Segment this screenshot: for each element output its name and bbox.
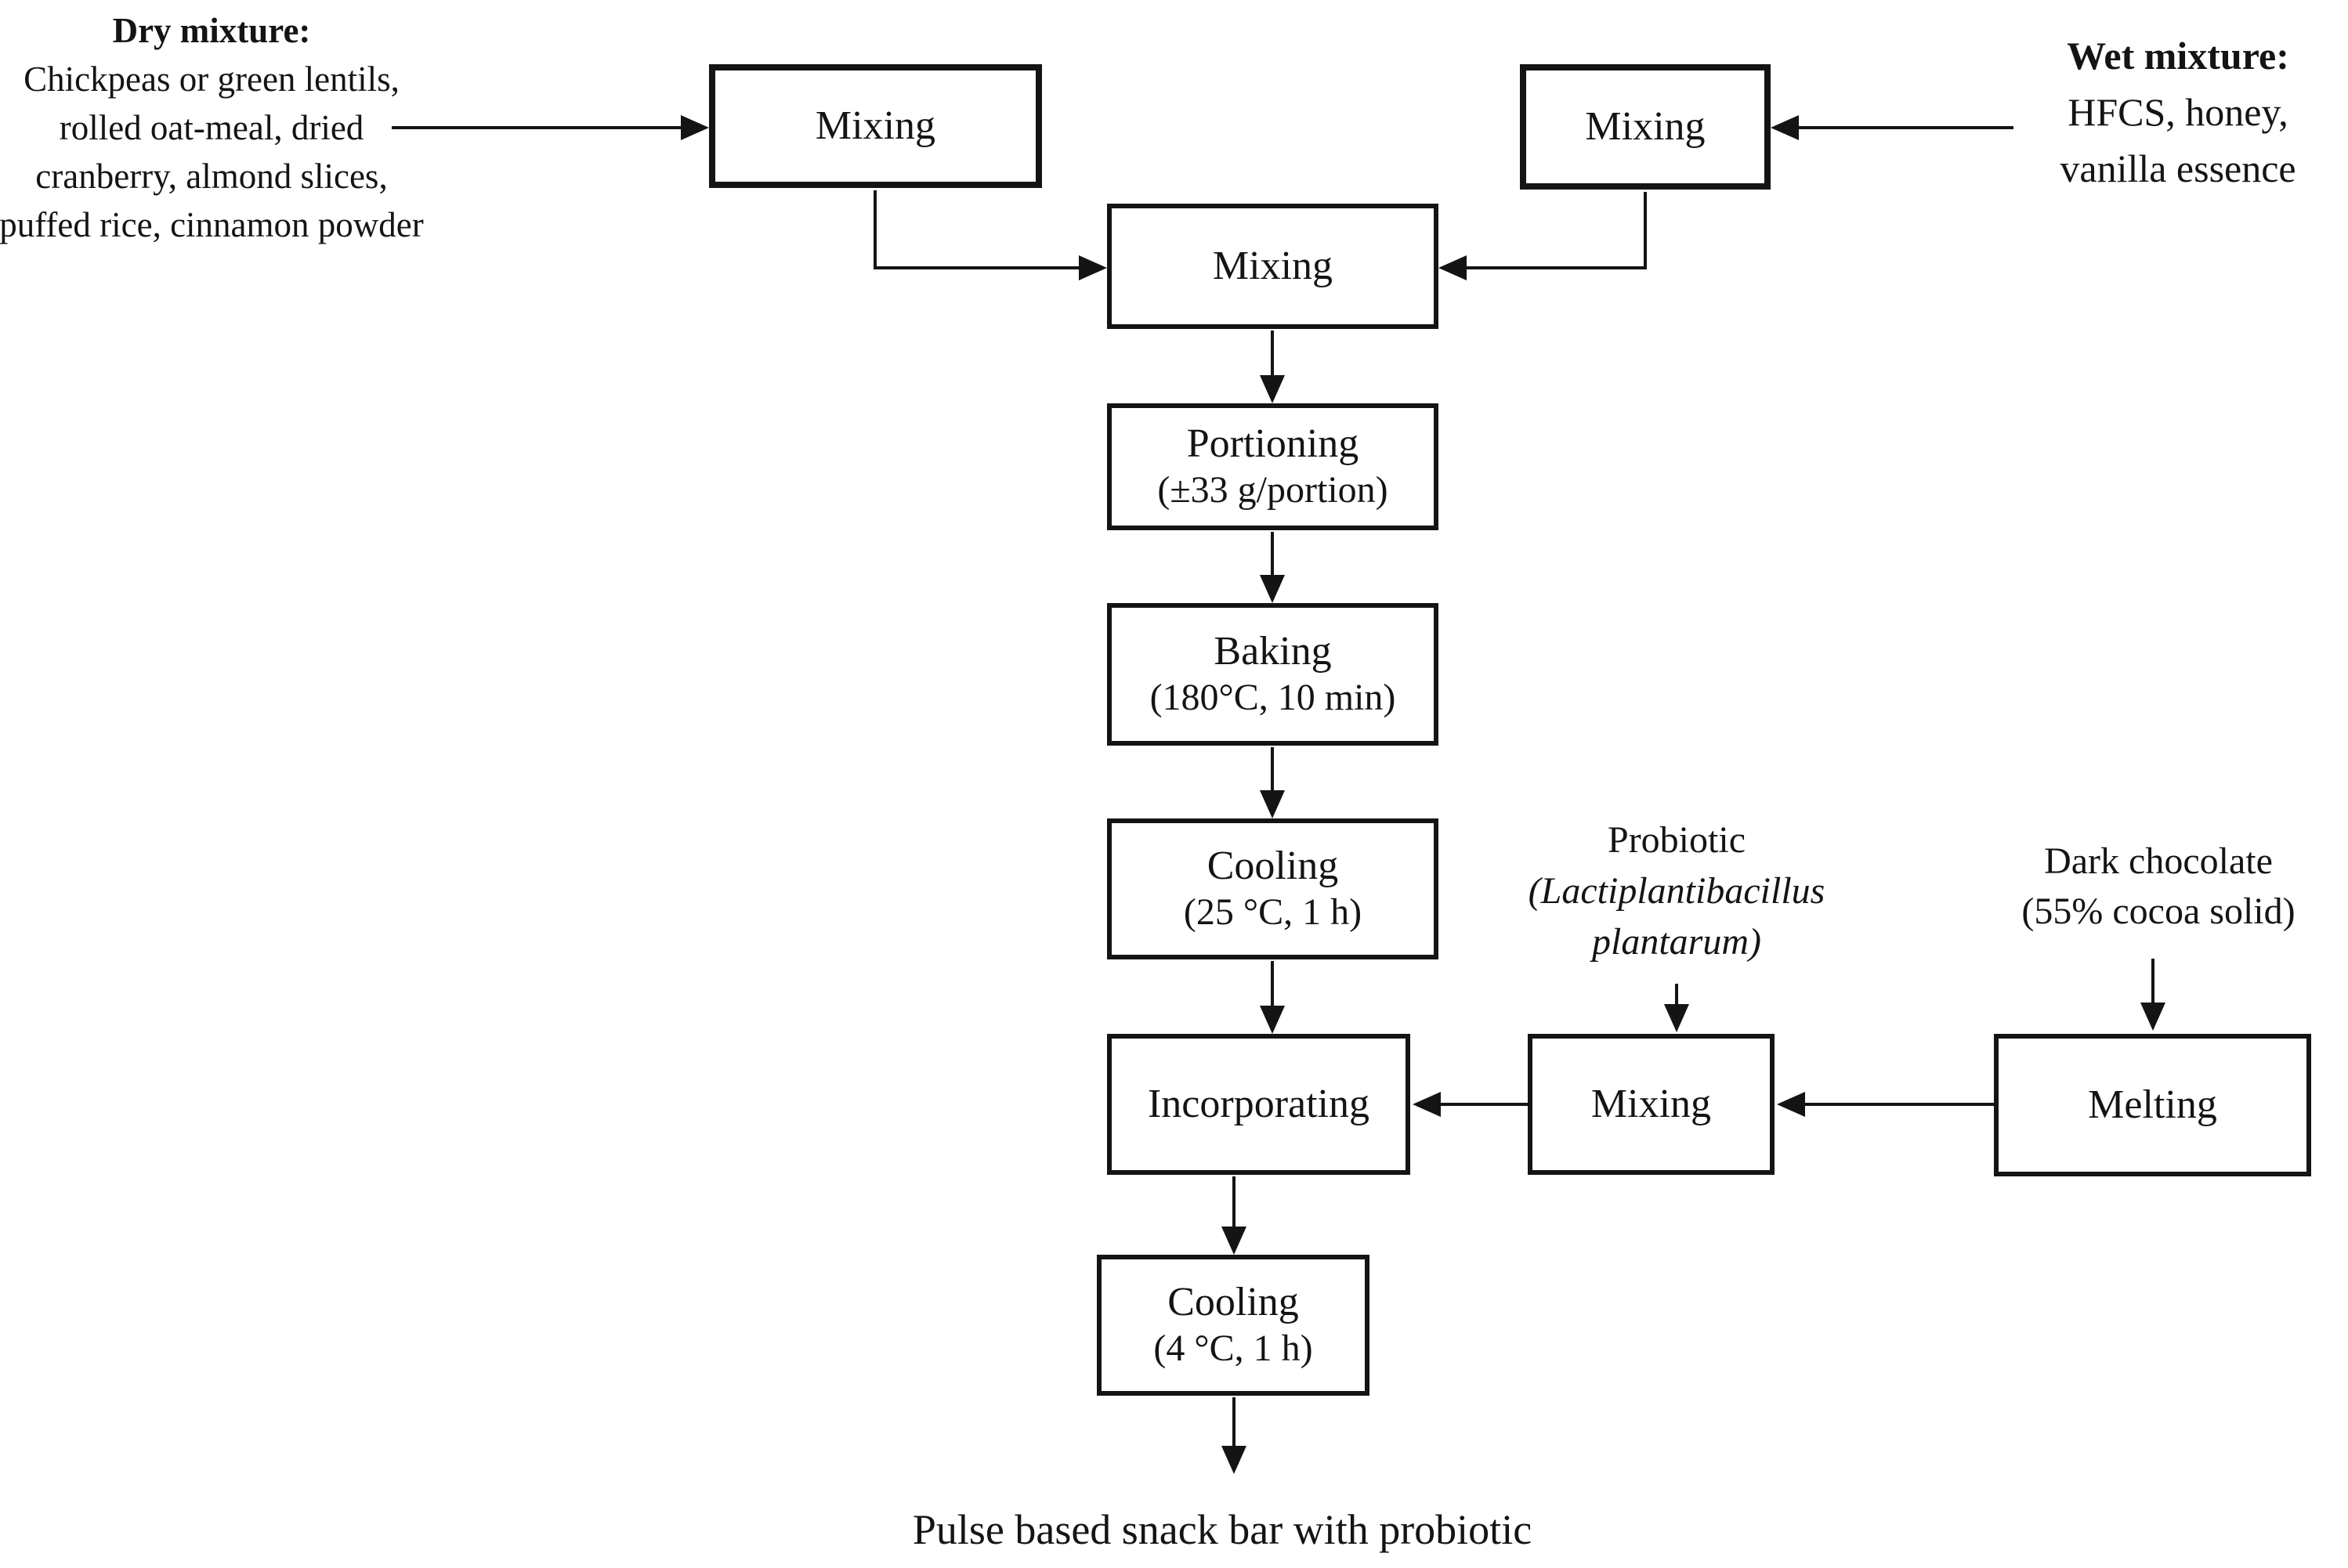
process-detail: (25 °C, 1 h)	[1183, 891, 1362, 933]
dark-chocolate-annotation: Dark chocolate (55% cocoa solid)	[1963, 836, 2348, 937]
process-label: Mixing	[1212, 244, 1333, 288]
process-box-cooling-room: Cooling (25 °C, 1 h)	[1107, 818, 1438, 959]
process-box-melting: Melting	[1994, 1034, 2311, 1176]
dry-mixture-title: Dry mixture:	[112, 11, 311, 50]
process-box-mixing-wet: Mixing	[1520, 64, 1771, 190]
final-product-caption: Pulse based snack bar with probiotic	[912, 1506, 1532, 1553]
process-detail: (4 °C, 1 h)	[1153, 1328, 1313, 1369]
process-label: Cooling	[1167, 1280, 1299, 1324]
arrowhead-incorporating-to-cooling2	[1221, 1227, 1246, 1255]
wet-mixture-line: HFCS, honey,	[2068, 90, 2288, 134]
process-box-mixing-probiotic: Mixing	[1528, 1034, 1775, 1175]
probiotic-annotation: Probiotic (Lactiplantibacillus plantarum…	[1481, 815, 1872, 967]
probiotic-title: Probiotic	[1608, 819, 1746, 861]
arrowhead-combined-to-portioning	[1260, 375, 1285, 403]
arrowhead-chocolate-to-melting	[2140, 1003, 2165, 1031]
process-box-baking: Baking (180°C, 10 min)	[1107, 603, 1438, 746]
process-label: Cooling	[1207, 844, 1339, 888]
process-box-mixing-combined: Mixing	[1107, 204, 1438, 329]
arrowhead-wetmixing-to-combined	[1438, 255, 1467, 280]
connector-wetmixing-to-combined	[1464, 192, 1647, 269]
process-label: Baking	[1214, 629, 1332, 674]
wet-mixture-line: vanilla essence	[2060, 146, 2296, 190]
process-detail: (180°C, 10 min)	[1149, 677, 1396, 718]
arrowhead-cooling-to-incorporating	[1260, 1006, 1285, 1034]
dry-mixture-annotation: Dry mixture: Chickpeas or green lentils,…	[0, 6, 431, 249]
connector-drymixing-to-combined	[874, 190, 1081, 269]
dark-chocolate-detail: (55% cocoa solid)	[2021, 891, 2296, 932]
arrowhead-dry-to-mixing	[681, 115, 709, 140]
arrowhead-melting-to-mixing2	[1777, 1092, 1805, 1117]
process-label: Incorporating	[1147, 1082, 1369, 1126]
process-box-cooling-cold: Cooling (4 °C, 1 h)	[1097, 1255, 1369, 1396]
arrowhead-drymixing-to-combined	[1079, 255, 1107, 280]
dry-mixture-line: cranberry, almond slices,	[35, 157, 388, 196]
arrowhead-probiotic-to-mixing2	[1664, 1004, 1689, 1032]
process-box-incorporating: Incorporating	[1107, 1034, 1410, 1175]
process-label: Mixing	[815, 103, 936, 148]
probiotic-species-line: plantarum)	[1592, 921, 1761, 963]
arrowhead-mixing2-to-incorporating	[1413, 1092, 1441, 1117]
process-label: Portioning	[1186, 421, 1359, 466]
process-label: Mixing	[1585, 104, 1706, 149]
process-label: Mixing	[1590, 1082, 1712, 1126]
process-label: Melting	[2088, 1082, 2217, 1127]
process-detail: (±33 g/portion)	[1157, 469, 1388, 511]
wet-mixture-title: Wet mixture:	[2067, 34, 2289, 78]
arrowhead-portioning-to-baking	[1260, 575, 1285, 603]
probiotic-species-line: (Lactiplantibacillus	[1528, 870, 1825, 912]
arrowhead-baking-to-cooling	[1260, 790, 1285, 818]
arrowhead-cooling2-to-output	[1221, 1446, 1246, 1474]
wet-mixture-annotation: Wet mixture: HFCS, honey, vanilla essenc…	[2013, 27, 2343, 197]
dry-mixture-line: puffed rice, cinnamon powder	[0, 205, 424, 244]
process-box-mixing-dry: Mixing	[709, 64, 1042, 188]
dry-mixture-line: rolled oat-meal, dried	[59, 108, 364, 147]
dry-mixture-line: Chickpeas or green lentils,	[24, 60, 400, 99]
arrowhead-wet-to-mixing	[1771, 115, 1799, 140]
dark-chocolate-title: Dark chocolate	[2044, 840, 2273, 882]
process-box-portioning: Portioning (±33 g/portion)	[1107, 403, 1438, 530]
